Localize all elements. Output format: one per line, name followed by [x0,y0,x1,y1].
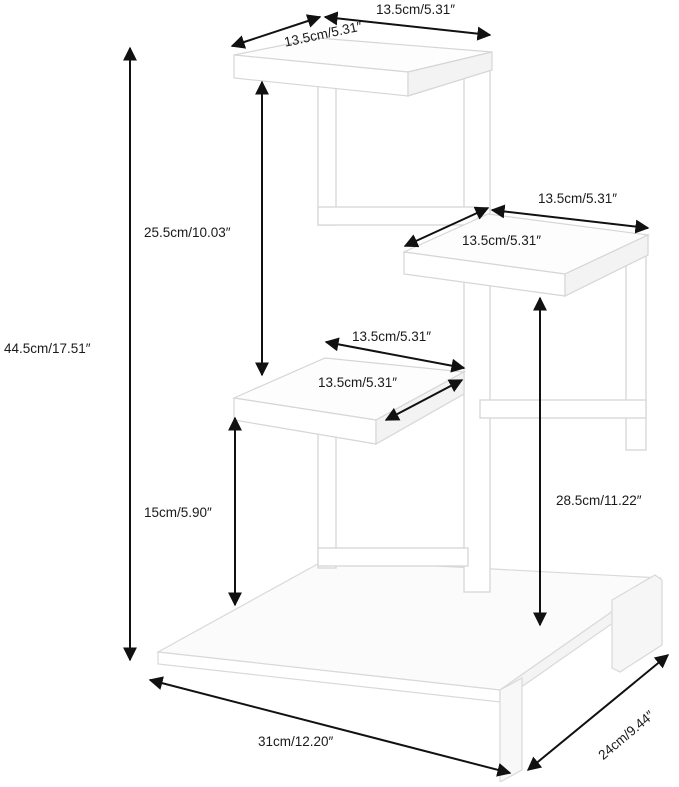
right-shelf-height-label: 28.5cm/11.22″ [556,493,642,508]
lower-shelf-height-label: 15cm/5.90″ [144,505,212,520]
right-shelf-depth-arrow [403,206,490,248]
total-height-label: 44.5cm/17.51″ [4,341,91,356]
dimension-arrows [123,11,670,777]
base-width-arrow [148,676,512,777]
top-shelf-depth-arrow [230,14,322,49]
top-shelf [233,37,493,97]
top-shelf-width-label: 13.5cm/5.31″ [376,2,456,17]
base-depth-arrow [526,654,670,771]
right-shelf-depth-label: 13.5cm/5.31″ [462,233,542,248]
left-shelf-depth-label: 13.5cm/5.31″ [318,375,398,390]
right-shelf [401,213,651,297]
left-shelf-depth-arrow [384,379,464,421]
right-shelf-width-arrow [490,204,650,234]
right-shelf-width-label: 13.5cm/5.31″ [538,191,618,206]
top-shelf-width-arrow [323,11,492,41]
left-shelf-width-arrow [324,337,466,373]
frame-structure [317,61,647,593]
left-shelf [231,357,466,446]
base-board [156,559,663,784]
top-gap-label: 25.5cm/10.03″ [144,225,231,240]
base-width-label: 31cm/12.20″ [258,734,334,749]
left-shelf-width-label: 13.5cm/5.31″ [352,329,432,344]
